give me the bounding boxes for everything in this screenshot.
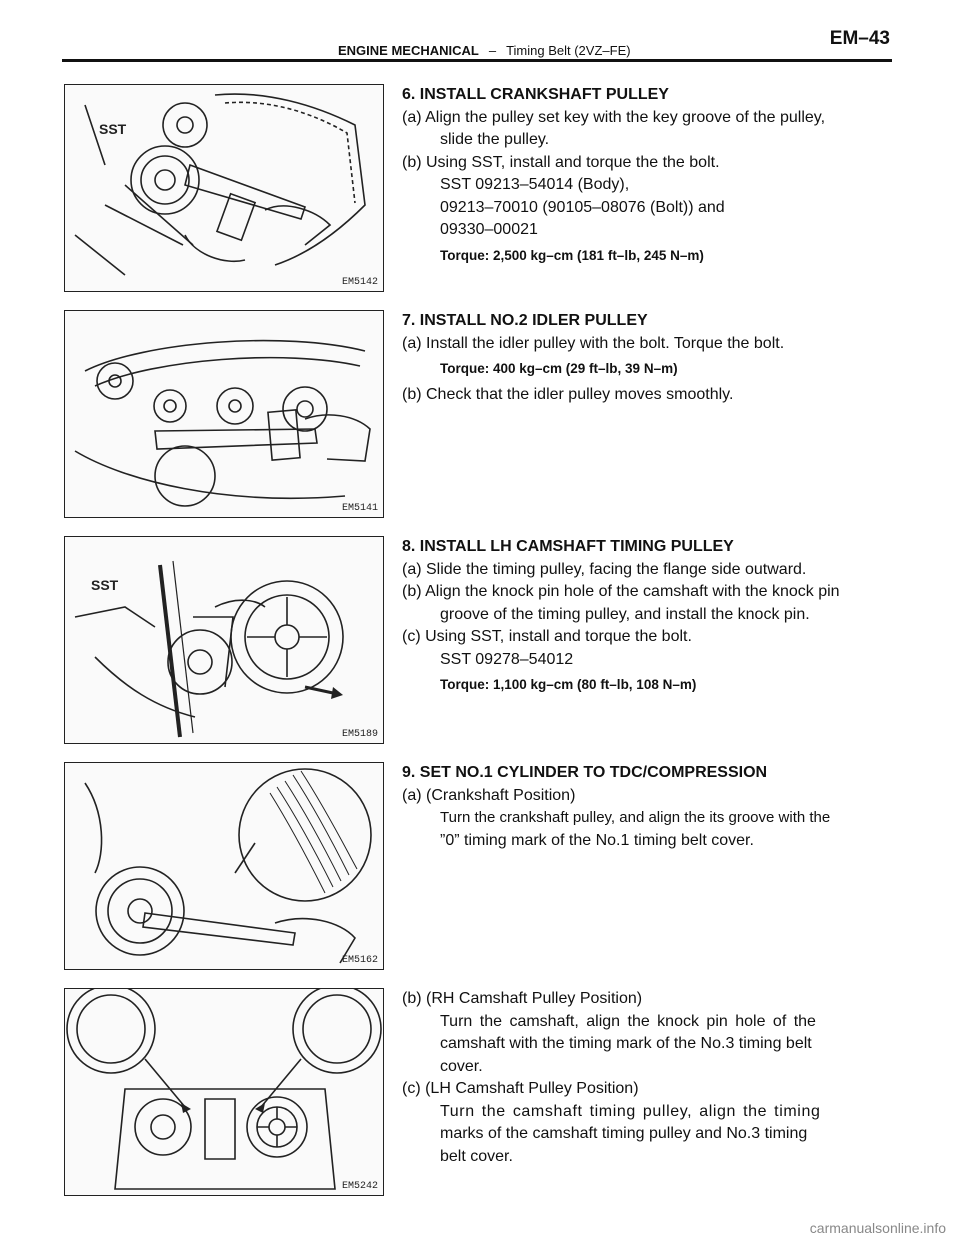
torque-spec: Torque: 1,100 kg–cm (80 ft–lb, 108 N–m) xyxy=(440,677,697,692)
sst-label: SST xyxy=(99,121,127,137)
step-item: (b) (RH Camshaft Pulley Position) xyxy=(402,990,643,1007)
subsection-title: Timing Belt (2VZ–FE) xyxy=(506,43,631,58)
step-item: (a) Align the pulley set key with the ke… xyxy=(402,108,826,126)
step-item: (b) Using SST, install and torque the th… xyxy=(402,153,720,171)
step-7-text: 7. INSTALL NO.2 IDLER PULLEY (a) Install… xyxy=(402,310,892,407)
figure-code: EM5162 xyxy=(341,955,378,966)
watermark: carmanualsonline.info xyxy=(809,1220,946,1236)
step-8-text: 8. INSTALL LH CAMSHAFT TIMING PULLEY (a)… xyxy=(402,536,892,696)
sst-number: 09330–00021 xyxy=(440,221,538,238)
step-heading: 7. INSTALL NO.2 IDLER PULLEY xyxy=(402,312,648,329)
step-heading: 6. INSTALL CRANKSHAFT PULLEY xyxy=(402,86,669,103)
figure-code: EM5141 xyxy=(341,503,378,514)
camshaft-marks-illustration xyxy=(66,989,382,1190)
step-9-continued-text: (b) (RH Camshaft Pulley Position) Turn t… xyxy=(402,988,892,1168)
step-item-cont: cover. xyxy=(440,1057,483,1075)
step-item: (a) Slide the timing pulley, facing the … xyxy=(402,560,807,578)
sst-number: SST 09278–54012 xyxy=(440,650,574,668)
step-item: (b) Align the knock pin hole of the cams… xyxy=(402,583,840,600)
step-item-cont: Turn the crankshaft pulley, and align th… xyxy=(440,809,831,826)
step-7: EM5141 7. INSTALL NO.2 IDLER PULLEY (a) … xyxy=(64,310,894,520)
step-item-cont: Turn the camshaft, align the knock pin h… xyxy=(440,1012,816,1030)
step-item-cont: marks of the camshaft timing pulley and … xyxy=(440,1125,808,1142)
running-head: ENGINE MECHANICAL–Timing Belt (2VZ–FE) xyxy=(338,43,631,58)
page-number: EM–43 xyxy=(829,28,890,49)
header-dash: – xyxy=(488,43,497,58)
figure-code: EM5189 xyxy=(341,729,378,740)
figure-idler-pulley: EM5141 xyxy=(64,310,384,518)
step-8: SST EM5189 8. INSTALL LH CAMSHAFT TIMING… xyxy=(64,536,894,746)
figure-code: EM5242 xyxy=(341,1181,378,1192)
step-item: (a) (Crankshaft Position) xyxy=(402,786,576,804)
step-item: (c) Using SST, install and torque the bo… xyxy=(402,628,692,645)
step-item-cont: Turn the camshaft timing pulley, align t… xyxy=(440,1102,821,1120)
figure-code: EM5142 xyxy=(341,277,378,288)
sst-number: SST 09213–54014 (Body), xyxy=(440,176,630,193)
figure-crankshaft-pulley: SST EM5142 xyxy=(64,84,384,292)
torque-spec: Torque: 400 kg–cm (29 ft–lb, 39 N–m) xyxy=(440,361,678,376)
step-item-cont: camshaft with the timing mark of the No.… xyxy=(440,1035,812,1052)
step-item-cont: slide the pulley. xyxy=(440,131,550,148)
figure-crankshaft-tdc: EM5162 xyxy=(64,762,384,970)
step-heading: 9. SET NO.1 CYLINDER TO TDC/COMPRESSION xyxy=(402,764,768,781)
step-heading: 8. INSTALL LH CAMSHAFT TIMING PULLEY xyxy=(402,538,734,555)
step-item-cont: groove of the timing pulley, and install… xyxy=(440,605,810,623)
step-item: (a) Install the idler pulley with the bo… xyxy=(402,334,785,352)
sst-number: 09213–70010 (90105–08076 (Bolt)) and xyxy=(440,198,725,216)
lh-camshaft-pulley-illustration xyxy=(74,560,344,738)
step-item: (b) Check that the idler pulley moves sm… xyxy=(402,386,734,403)
header-rule xyxy=(62,59,892,62)
step-6-text: 6. INSTALL CRANKSHAFT PULLEY (a) Align t… xyxy=(402,84,892,267)
crankshaft-pulley-illustration xyxy=(74,93,366,276)
torque-spec: Torque: 2,500 kg–cm (181 ft–lb, 245 N–m) xyxy=(440,247,704,263)
step-9: EM5162 9. SET NO.1 CYLINDER TO TDC/COMPR… xyxy=(64,762,894,972)
figure-lh-camshaft-pulley: SST EM5189 xyxy=(64,536,384,744)
crankshaft-tdc-illustration xyxy=(84,768,372,964)
idler-pulley-illustration xyxy=(74,339,371,507)
section-title: ENGINE MECHANICAL xyxy=(338,43,479,58)
step-9-text: 9. SET NO.1 CYLINDER TO TDC/COMPRESSION … xyxy=(402,762,892,852)
page-header: ENGINE MECHANICAL–Timing Belt (2VZ–FE) E… xyxy=(62,26,892,62)
step-9-continued: EM5242 (b) (RH Camshaft Pulley Position)… xyxy=(64,988,894,1198)
step-item: (c) (LH Camshaft Pulley Position) xyxy=(402,1080,639,1097)
step-item-cont: ”0” timing mark of the No.1 timing belt … xyxy=(440,831,754,849)
step-6: SST EM5142 6. INSTALL CRANKSHAFT PULLEY … xyxy=(64,84,894,294)
step-item-cont: belt cover. xyxy=(440,1147,513,1165)
figure-camshaft-marks: EM5242 xyxy=(64,988,384,1196)
sst-label: SST xyxy=(91,577,119,593)
